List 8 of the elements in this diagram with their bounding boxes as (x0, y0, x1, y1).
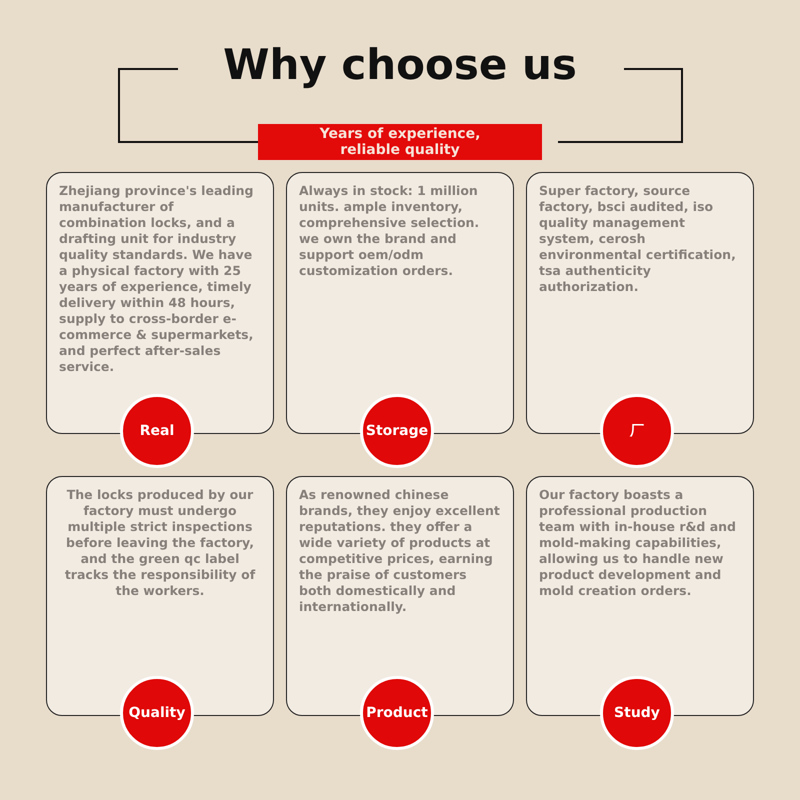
circle-badge: Product (360, 676, 434, 750)
subtitle-banner: Years of experience, reliable quality (258, 124, 542, 160)
circle-badge: Study (600, 676, 674, 750)
circle-badge: 厂 (600, 394, 674, 468)
title: Why choose us (222, 40, 578, 89)
circle-badge: Storage (360, 394, 434, 468)
circle-badge: Quality (120, 676, 194, 750)
circle-badge: Real (120, 394, 194, 468)
